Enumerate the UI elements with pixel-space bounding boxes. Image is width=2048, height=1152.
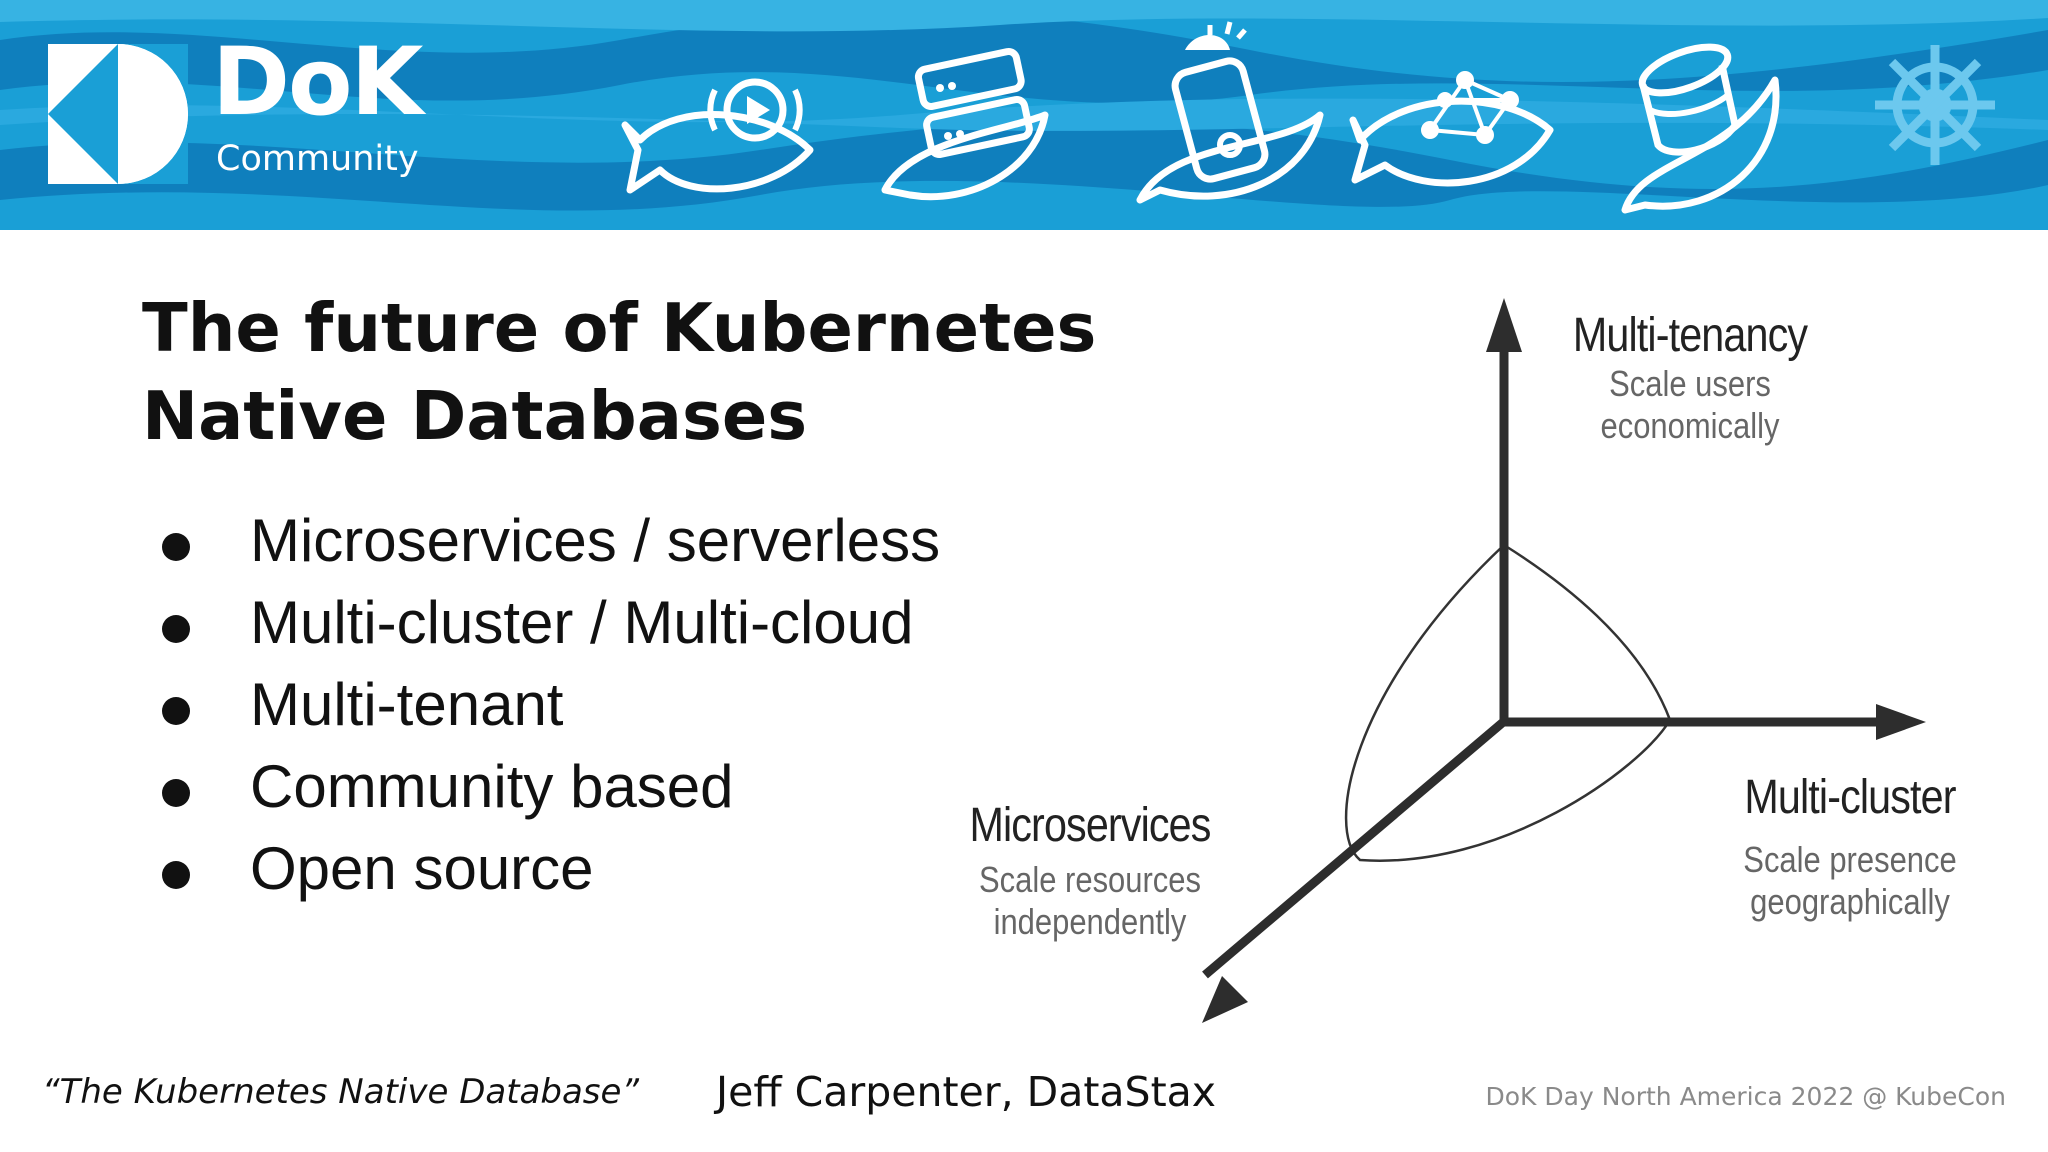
scaling-axes-diagram: Multi-tenancy Scale users economically M… (940, 290, 2020, 1050)
list-item: Multi-tenant (150, 664, 940, 746)
axis-subtitle-line-2: independently (993, 901, 1187, 942)
bullet-text: Open source (250, 835, 594, 902)
list-item: Multi-cluster / Multi-cloud (150, 582, 940, 664)
helm-wheel-icon (1875, 45, 1995, 165)
bullet-text: Multi-tenant (250, 671, 564, 738)
list-item: Community based (150, 746, 940, 828)
slide-title-line-2: Native Databases (142, 377, 808, 455)
footer-author: Jeff Carpenter, DataStax (716, 1068, 1217, 1116)
right-arrow-icon (1876, 704, 1926, 740)
list-item: Microservices / serverless (150, 500, 940, 582)
database-icon (1621, 43, 1780, 214)
down-left-arrow-icon (1202, 976, 1248, 1023)
up-arrow-icon (1486, 298, 1522, 352)
list-item: Open source (150, 828, 940, 910)
brand-name: DoK (212, 28, 423, 137)
axis-label-multi-cluster: Multi-cluster Scale presence geographica… (1690, 770, 2010, 923)
axis-subtitle-line-1: Scale presence (1743, 839, 1957, 880)
bullet-text: Multi-cluster / Multi-cloud (250, 589, 914, 656)
slide-title-line-1: The future of Kubernetes (142, 289, 1097, 367)
axis-title: Multi-cluster (1744, 771, 1956, 824)
axis-subtitle-line-2: economically (1600, 405, 1780, 446)
axes-drawing (1202, 298, 1926, 1023)
bullet-text: Microservices / serverless (250, 507, 941, 574)
axis-title: Microservices (969, 799, 1211, 852)
bullet-icon (162, 861, 190, 889)
footer-quote: “The Kubernetes Native Database” (42, 1072, 640, 1112)
video-icon (621, 78, 814, 194)
axis-subtitle-line-2: geographically (1750, 881, 1950, 922)
axis-title: Multi-tenancy (1572, 309, 1808, 362)
bullet-icon (162, 697, 190, 725)
bullet-list: Microservices / serverless Multi-cluster… (150, 500, 940, 910)
dok-logo-icon (48, 44, 188, 184)
bullet-icon (162, 615, 190, 643)
device-icon (1136, 21, 1324, 204)
slide-title: The future of Kubernetes Native Database… (142, 284, 1102, 460)
axis-label-microservices: Microservices Scale resources independen… (940, 798, 1240, 943)
axis-label-multi-tenancy: Multi-tenancy Scale users economically (1550, 308, 1830, 447)
brand-subtitle: Community (216, 139, 419, 179)
footer-event: DoK Day North America 2022 @ KubeCon (1485, 1082, 2007, 1111)
wave-background (0, 0, 2048, 230)
bullet-text: Community based (250, 753, 734, 820)
bullet-icon (162, 533, 190, 561)
microservices-axis (1202, 714, 1511, 979)
axis-subtitle-line-1: Scale users (1609, 363, 1771, 404)
servers-icon (881, 48, 1049, 201)
axis-subtitle-line-1: Scale resources (979, 859, 1201, 900)
scale-region-curve (1344, 543, 1672, 862)
header-banner: DoK Community (0, 0, 2048, 230)
bullet-icon (162, 779, 190, 807)
network-icon (1349, 71, 1554, 187)
